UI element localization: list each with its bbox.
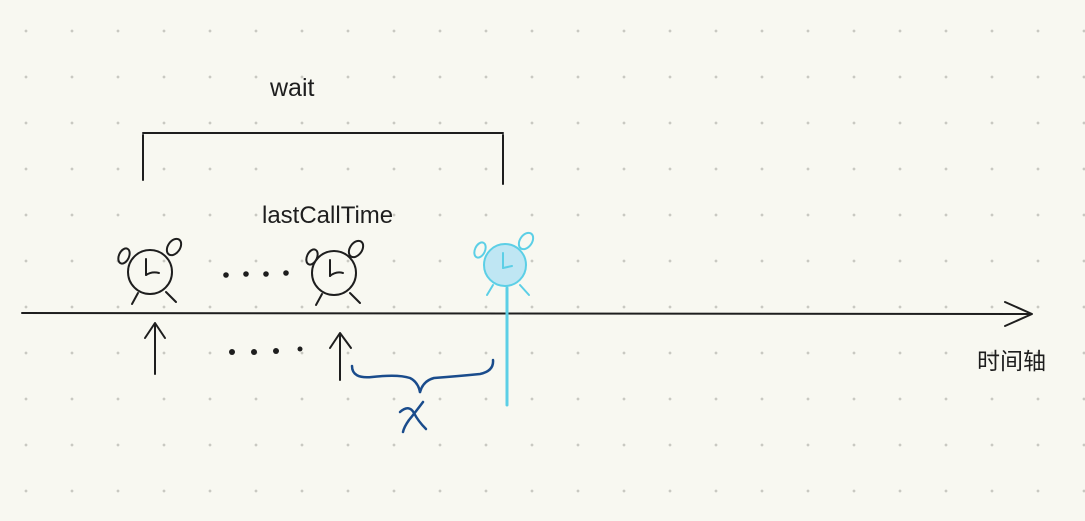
wait-bracket xyxy=(142,132,504,185)
alarm-clock-icon xyxy=(473,231,535,296)
time-axis-label: 时间轴 xyxy=(977,348,1046,374)
ellipsis-dots-top xyxy=(223,270,289,278)
time-axis-arrow xyxy=(21,301,1033,327)
wait-label: wait xyxy=(270,74,315,102)
last-call-time-label: lastCallTime xyxy=(262,202,394,229)
alarm-clock-icon xyxy=(117,237,183,305)
interval-variable xyxy=(398,400,428,434)
up-arrow-icon xyxy=(329,332,352,381)
interval-brace xyxy=(350,358,495,394)
alarm-clock-icon xyxy=(305,239,365,306)
ellipsis-dots-bottom xyxy=(229,346,303,355)
up-arrow-icon xyxy=(144,322,166,375)
